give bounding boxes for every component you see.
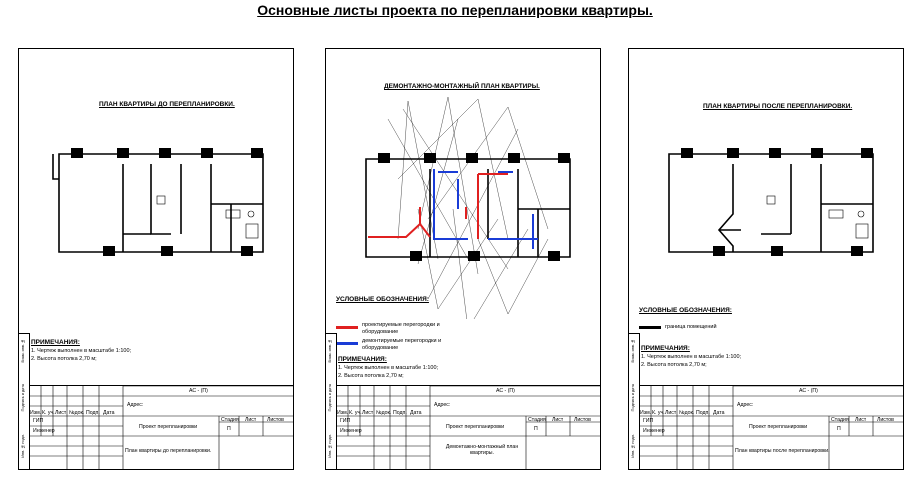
- tb-header: Подп.: [393, 410, 407, 416]
- sheet-label: Лист: [855, 417, 867, 423]
- drawing-name: Демонтажно-монтажный план квартиры.: [445, 444, 519, 456]
- sheet-before: ПЛАН КВАРТИРЫ ДО ПЕРЕПЛАНИРОВКИ. Взам. и…: [18, 48, 294, 470]
- side-label: Взам. инв. №: [328, 339, 332, 363]
- tb-header: Дата: [410, 410, 422, 416]
- side-label: Взам. инв. №: [631, 339, 635, 363]
- title-block: АС - (П) Адрес: Изм. К. уч. Лист №док. П…: [29, 385, 293, 469]
- title-block: АС - (П) Адрес: Изм. К. уч. Лист №док. П…: [639, 385, 903, 469]
- tb-row: ГИП: [643, 418, 654, 424]
- legend-item: демонтируемые перегородки и оборудование: [362, 338, 442, 351]
- page-title: Основные листы проекта по перепланировки…: [257, 2, 653, 18]
- project-name: Проект перепланировки: [446, 424, 505, 430]
- sheets-label: Листов: [877, 417, 894, 423]
- tb-header: №док.: [376, 410, 392, 416]
- side-label: Подпись и дата: [328, 384, 332, 412]
- legend-swatch: [336, 342, 358, 345]
- tb-header: Лист: [55, 410, 67, 416]
- legend-item: проектируемые перегородки и оборудование: [362, 322, 440, 335]
- tb-header: Изм.: [640, 410, 652, 416]
- tb-row: Инженер: [340, 428, 362, 434]
- tb-row: Инженер: [643, 428, 665, 434]
- tb-row: Инженер: [33, 428, 55, 434]
- side-label: Подпись и дата: [21, 384, 25, 412]
- tb-header: Дата: [103, 410, 115, 416]
- drawing-code: АС - (П): [799, 388, 818, 394]
- stage-value: П: [837, 426, 841, 432]
- drawing-name: План квартиры после перепланировки.: [735, 448, 830, 454]
- sheet-after: ПЛАН КВАРТИРЫ ПОСЛЕ ПЕРЕПЛАНИРОВКИ. УСЛО…: [628, 48, 904, 470]
- note-item: 2. Высота потолка 2,70 м;: [31, 356, 97, 362]
- address-label: Адрес:: [737, 402, 754, 408]
- sheets-label: Листов: [267, 417, 284, 423]
- legend-swatch: [639, 326, 661, 329]
- notes-title: ПРИМЕЧАНИЯ:: [338, 356, 387, 363]
- stage-value: П: [534, 426, 538, 432]
- tb-header: Лист: [362, 410, 374, 416]
- sheet-label: Лист: [552, 417, 564, 423]
- notes: ПРИМЕЧАНИЯ: 1. Чертеж выполнен в масштаб…: [31, 339, 131, 363]
- tb-header: К. уч.: [652, 410, 665, 416]
- side-label: Взам. инв. №: [21, 339, 25, 363]
- tb-header: №док.: [69, 410, 85, 416]
- legend-swatch: [336, 326, 358, 329]
- legend-title: УСЛОВНЫЕ ОБОЗНАЧЕНИЯ:: [336, 296, 429, 303]
- side-label: Подпись и дата: [631, 384, 635, 412]
- tb-row: ГИП: [340, 418, 351, 424]
- address-label: Адрес:: [434, 402, 451, 408]
- tb-header: Подп.: [86, 410, 100, 416]
- notes: ПРИМЕЧАНИЯ: 1. Чертеж выполнен в масштаб…: [338, 356, 438, 380]
- project-name: Проект перепланировки: [749, 424, 808, 430]
- floor-plan-demolition: [365, 96, 571, 319]
- drawing-name: План квартиры до перепланировки.: [125, 448, 212, 454]
- drawing-code: АС - (П): [496, 388, 515, 394]
- tb-header: Изм.: [337, 410, 349, 416]
- title-block-grid: [639, 386, 903, 469]
- floor-plan-before: [52, 148, 264, 256]
- stage-label: Стадия: [221, 417, 239, 423]
- project-name: Проект перепланировки: [139, 424, 198, 430]
- sheet-title: ПЛАН КВАРТИРЫ ДО ПЕРЕПЛАНИРОВКИ.: [99, 101, 235, 108]
- tb-header: К. уч.: [42, 410, 55, 416]
- note-item: 1. Чертеж выполнен в масштабе 1:100;: [641, 354, 742, 360]
- sheets-label: Листов: [574, 417, 591, 423]
- side-label: Инв. № подл.: [21, 434, 25, 458]
- sheet-label: Лист: [245, 417, 257, 423]
- side-stamp: [19, 333, 30, 469]
- address-label: Адрес:: [127, 402, 144, 408]
- stage-label: Стадия: [831, 417, 849, 423]
- floor-plan-after: [668, 148, 874, 256]
- stage-value: П: [227, 426, 231, 432]
- tb-header: №док.: [679, 410, 695, 416]
- note-item: 2. Высота потолка 2,70 м;: [338, 373, 404, 379]
- side-label: Инв. № подл.: [631, 434, 635, 458]
- legend-title: УСЛОВНЫЕ ОБОЗНАЧЕНИЯ:: [639, 307, 732, 314]
- drawing-code: АС - (П): [189, 388, 208, 394]
- side-label: Инв. № подл.: [328, 434, 332, 458]
- tb-row: ГИП: [33, 418, 44, 424]
- tb-header: Подп.: [696, 410, 710, 416]
- sheet-title: ДЕМОНТАЖНО-МОНТАЖНЫЙ ПЛАН КВАРТИРЫ.: [384, 83, 540, 90]
- tb-header: Дата: [713, 410, 725, 416]
- note-item: 1. Чертеж выполнен в масштабе 1:100;: [31, 348, 132, 354]
- notes: ПРИМЕЧАНИЯ: 1. Чертеж выполнен в масштаб…: [641, 345, 741, 369]
- sheet-title: ПЛАН КВАРТИРЫ ПОСЛЕ ПЕРЕПЛАНИРОВКИ.: [703, 103, 853, 110]
- stage-label: Стадия: [528, 417, 546, 423]
- side-stamp: [326, 333, 337, 469]
- legend-item: граница помещений: [665, 324, 717, 330]
- title-block-grid: [336, 386, 600, 469]
- note-item: 2. Высота потолка 2,70 м;: [641, 362, 707, 368]
- side-stamp: [629, 333, 640, 469]
- tb-header: К. уч.: [349, 410, 362, 416]
- tb-header: Изм.: [30, 410, 42, 416]
- sheet-demolition: ДЕМОНТАЖНО-МОНТАЖНЫЙ ПЛАН КВАРТИРЫ.: [325, 48, 601, 470]
- notes-title: ПРИМЕЧАНИЯ:: [641, 345, 690, 352]
- tb-header: Лист: [665, 410, 677, 416]
- title-block: АС - (П) Адрес: Изм. К. уч. Лист №док. П…: [336, 385, 600, 469]
- notes-title: ПРИМЕЧАНИЯ:: [31, 339, 80, 346]
- note-item: 1. Чертеж выполнен в масштабе 1:100;: [338, 365, 439, 371]
- title-block-grid: [29, 386, 293, 469]
